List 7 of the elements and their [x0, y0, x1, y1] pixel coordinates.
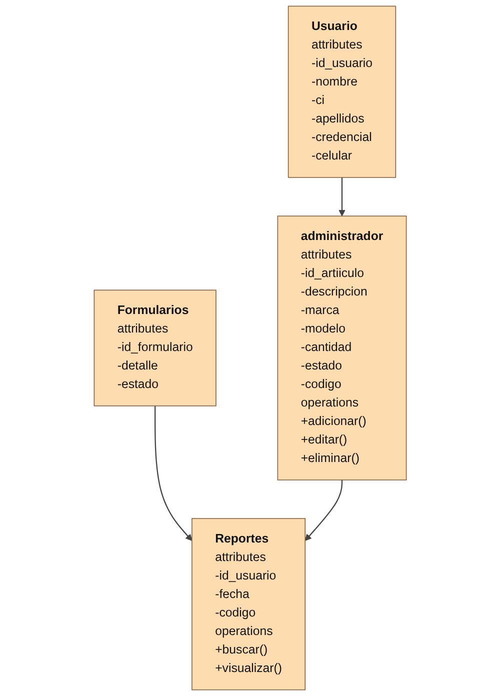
arrow [154, 406, 192, 541]
arrow [304, 480, 342, 541]
node-box: administrador attributes -id_artiiculo -descripcion -marca -modelo -cantidad -estado -codigo operations +adicionar() +editar() +eliminar() [277, 216, 406, 480]
node-box: Reportes attributes -id_usuario -fecha -codigo operations +buscar() +visualizar() [191, 518, 306, 690]
node-box: Usuario attributes -id_usuario -nombre -ci -apellidos -credencial -celular [288, 6, 396, 178]
node-box: Formularios attributes -id_formulario -detalle -estado [94, 290, 216, 406]
arrow [338, 177, 346, 216]
